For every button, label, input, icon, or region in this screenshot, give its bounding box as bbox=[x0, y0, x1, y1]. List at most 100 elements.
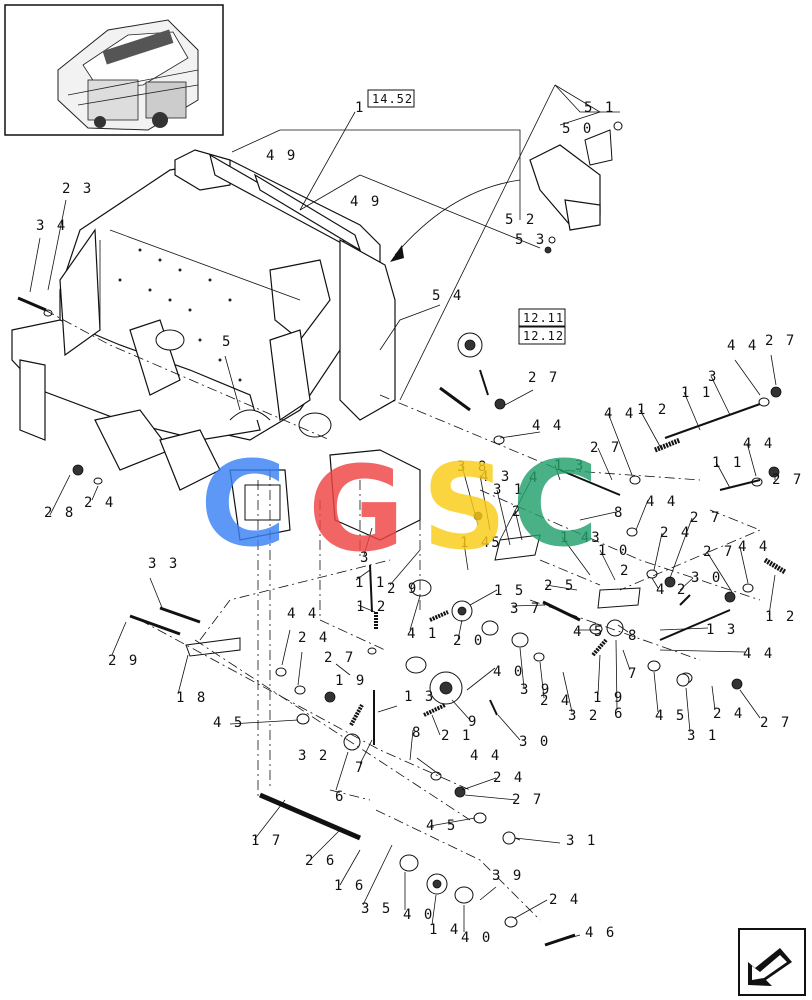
callout-c24d: 2 4 bbox=[540, 693, 571, 709]
watermark-letter-1: G bbox=[308, 440, 405, 578]
callout-c41: 4 1 bbox=[407, 626, 438, 642]
callout-c1: 1 bbox=[355, 100, 365, 116]
callout-c30b: 3 0 bbox=[519, 734, 550, 750]
callout-c24c: 2 4 bbox=[298, 630, 329, 646]
callout-c51: 5 1 bbox=[584, 100, 615, 116]
callout-c6b: 6 bbox=[335, 789, 345, 805]
callout-c3b: 3 bbox=[360, 550, 370, 566]
callout-c24f: 2 4 bbox=[493, 770, 524, 786]
callout-c12a: 1 2 bbox=[637, 402, 668, 418]
callout-c45a: 1 45 bbox=[460, 535, 502, 551]
hook-detail bbox=[529, 121, 623, 254]
callout-c52: 5 2 bbox=[505, 212, 536, 228]
assembly-guide-lines bbox=[44, 309, 762, 921]
callout-c44b: 4 4 bbox=[604, 406, 635, 422]
callout-c29a: 2 9 bbox=[387, 581, 418, 597]
callout-c39b: 3 9 bbox=[492, 868, 523, 884]
callout-c16: 1 6 bbox=[334, 878, 365, 894]
callout-c17: 1 7 bbox=[251, 833, 282, 849]
callout-c30a: 3 0 bbox=[691, 570, 722, 586]
callout-c45b: 4 5 bbox=[573, 624, 604, 640]
reference-box-ref1212[interactable]: 12.12 bbox=[518, 326, 566, 345]
callout-c24a: 2 4 bbox=[84, 495, 115, 511]
callout-c44a: 4 4 bbox=[727, 338, 758, 354]
callout-c5: 5 bbox=[222, 334, 232, 350]
callout-c2a: 2 bbox=[512, 504, 522, 520]
reference-box-ref1452[interactable]: 14.52 bbox=[367, 89, 415, 108]
reference-box-ref1211[interactable]: 12.11 bbox=[518, 308, 566, 327]
callout-c8c: 8 bbox=[412, 725, 422, 741]
callout-c18: 1 8 bbox=[176, 690, 207, 706]
callout-c44i: 4 4 bbox=[470, 748, 501, 764]
callout-c28: 2 8 bbox=[44, 505, 75, 521]
callout-c24g: 2 4 bbox=[549, 892, 580, 908]
callout-c12c: 1 2 bbox=[765, 609, 796, 625]
callout-c15: 1 5 bbox=[494, 583, 525, 599]
bolts-and-rods bbox=[17, 296, 787, 947]
reference-text-ref1211: 12.11 bbox=[523, 311, 564, 325]
callout-c6a: 6 bbox=[614, 706, 624, 722]
callout-c27b: 2 7 bbox=[528, 370, 559, 386]
callout-c49a: 4 9 bbox=[266, 148, 297, 164]
callout-c44f: 4 4 bbox=[738, 539, 769, 555]
overview-inset bbox=[4, 4, 224, 136]
baler-overview-thumbnail-icon bbox=[57, 19, 199, 131]
callout-c143: 1 43 bbox=[560, 530, 602, 546]
callout-c24e: 2 4 bbox=[713, 706, 744, 722]
callout-c38: 3 8 bbox=[457, 459, 488, 475]
callout-c27f: 2 7 bbox=[703, 544, 734, 560]
callout-c19b: 1 9 bbox=[593, 690, 624, 706]
callout-c7b: 7 bbox=[355, 760, 365, 776]
previous-page-arrow-icon[interactable] bbox=[738, 928, 806, 996]
callout-c13b: 1 3 bbox=[706, 622, 737, 638]
callout-c44h: 4 4 bbox=[743, 646, 774, 662]
callout-c31c: 3 1 bbox=[566, 833, 597, 849]
callout-c31a: 3 1 bbox=[493, 482, 524, 498]
callout-c27h: 2 7 bbox=[760, 715, 791, 731]
callout-c43a: 4 3 bbox=[480, 469, 511, 485]
callout-c13c: 1 3 bbox=[404, 689, 435, 705]
callout-c13a: 1 3 bbox=[554, 458, 585, 474]
reference-text-ref1212: 12.12 bbox=[523, 329, 564, 343]
callout-c50: 5 0 bbox=[562, 121, 593, 137]
callout-c45c: 4 5 bbox=[655, 708, 686, 724]
callout-c27d: 2 7 bbox=[772, 472, 803, 488]
callout-c11b: 1 1 bbox=[712, 455, 743, 471]
callout-c7a: 7 bbox=[628, 666, 638, 682]
callout-c20: 2 0 bbox=[453, 633, 484, 649]
callout-c53: 5 3 bbox=[515, 232, 546, 248]
callout-c32a: 3 2 bbox=[568, 708, 599, 724]
callout-c34: 3 4 bbox=[36, 218, 67, 234]
callout-c3a: 3 bbox=[708, 369, 718, 385]
leader-lines bbox=[29, 84, 777, 943]
cross-references: 14.52 12.11 12.12 bbox=[367, 89, 566, 345]
callout-c27c: 2 7 bbox=[590, 440, 621, 456]
tensioner-assembly bbox=[185, 449, 641, 657]
callout-c39a: 3 9 bbox=[520, 682, 551, 698]
callout-c21: 2 1 bbox=[441, 728, 472, 744]
watermark-letter-0: C bbox=[200, 435, 287, 573]
callout-c45d: 4 5 bbox=[213, 715, 244, 731]
callout-c27g: 2 7 bbox=[324, 650, 355, 666]
callout-c29b: 2 9 bbox=[108, 653, 139, 669]
callout-c4: 4 bbox=[529, 470, 539, 486]
watermark-letter-3: C bbox=[512, 435, 599, 573]
callout-c11a: 1 1 bbox=[681, 385, 712, 401]
callout-c24b: 2 4 bbox=[660, 525, 691, 541]
watermark-letter-2: S bbox=[422, 438, 507, 576]
callout-c45e: 4 5 bbox=[426, 818, 457, 834]
callout-c49b: 4 9 bbox=[350, 194, 381, 210]
callout-c10: 1 0 bbox=[598, 543, 629, 559]
sprockets bbox=[343, 332, 624, 895]
callout-c40b: 4 0 bbox=[403, 907, 434, 923]
callout-c8b: 8 bbox=[628, 628, 638, 644]
callout-c2b: 2 bbox=[620, 563, 630, 579]
callout-c54: 5 4 bbox=[432, 288, 463, 304]
callout-c27e: 2 7 bbox=[690, 510, 721, 526]
callout-c14: 1 4 bbox=[429, 922, 460, 938]
callout-c27i: 2 7 bbox=[512, 792, 543, 808]
callout-c44d: 4 4 bbox=[743, 436, 774, 452]
